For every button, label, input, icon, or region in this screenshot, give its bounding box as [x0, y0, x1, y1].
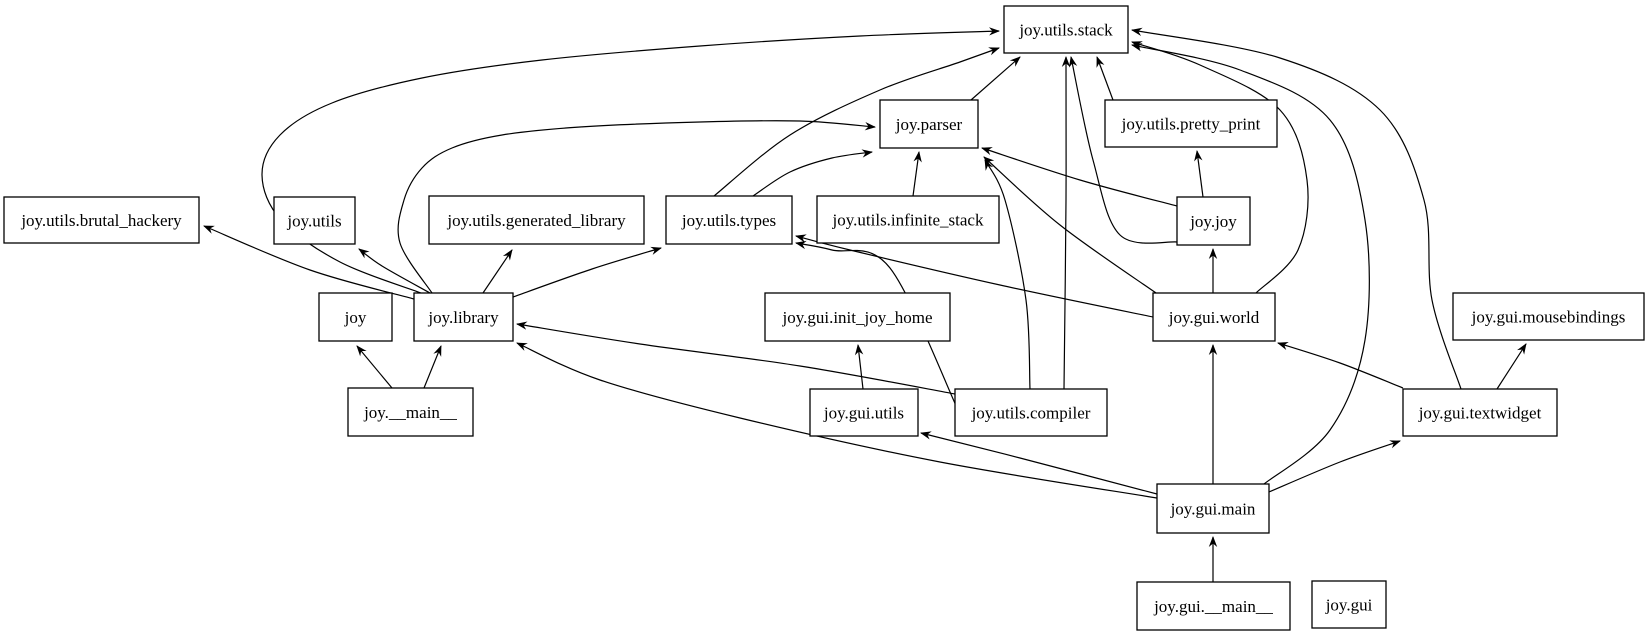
node-joy-gui-main-module: joy.gui.__main__: [1136, 581, 1291, 631]
node-box-joy-utils-stack: [1003, 5, 1129, 54]
node-box-joy-utils-brutal-hackery: [3, 196, 200, 244]
node-box-joy-gui-textwidget: [1402, 388, 1558, 437]
node-label-joy-library: joy.library: [427, 308, 499, 327]
node-joy-gui-world: joy.gui.world: [1152, 292, 1276, 342]
edge-joy-library-to-joy-utils: [358, 248, 431, 294]
node-joy-joy: joy.joy: [1176, 196, 1251, 246]
edge-joy-utils-compiler-to-joy-utils-stack: [1061, 56, 1071, 390]
node-label-joy-utils-pretty-print: joy.utils.pretty_print: [1121, 115, 1261, 134]
edge-joy-parser-to-joy-utils-stack: [970, 56, 1021, 101]
edge-joy-joy-to-joy-utils-stack: [1068, 56, 1178, 244]
node-label-joy-gui-main: joy.gui.main: [1170, 500, 1256, 519]
node-box-joy-utils-types: [665, 195, 793, 245]
node-joy-gui-textwidget: joy.gui.textwidget: [1402, 388, 1558, 437]
node-joy-utils: joy.utils: [273, 196, 356, 245]
node-label-joy-gui-mousebindings: joy.gui.mousebindings: [1471, 308, 1626, 327]
node-label-joy-parser: joy.parser: [895, 115, 963, 134]
node-joy-gui: joy.gui: [1311, 580, 1387, 629]
node-joy-utils-brutal-hackery: joy.utils.brutal_hackery: [3, 196, 200, 244]
edge-joy-main-to-joy: [356, 345, 393, 389]
node-box-joy-parser: [879, 99, 979, 149]
node-label-joy-gui-utils: joy.gui.utils: [823, 404, 904, 423]
edge-joy-utils-types-to-joy-utils-stack: [713, 47, 1000, 197]
node-joy-gui-mousebindings: joy.gui.mousebindings: [1452, 292, 1645, 341]
node-label-joy: joy: [344, 308, 367, 327]
node-joy-utils-compiler: joy.utils.compiler: [954, 388, 1108, 437]
node-label-joy-main: joy.__main__: [363, 403, 457, 422]
edge-joy-gui-main-to-joy-library: [516, 342, 1158, 499]
edge-joy-utils-compiler-to-joy-library: [516, 321, 956, 395]
node-box-joy-utils-compiler: [954, 388, 1108, 437]
node-box-joy-gui-init-joy-home: [764, 292, 951, 342]
edge-joy-joy-to-joy-parser: [981, 147, 1178, 207]
node-label-joy-utils-infinite-stack: joy.utils.infinite_stack: [832, 211, 984, 230]
node-box-joy-gui-world: [1152, 292, 1276, 342]
node-joy-utils-infinite-stack: joy.utils.infinite_stack: [816, 195, 1000, 244]
node-box-joy-utils-pretty-print: [1104, 99, 1278, 148]
node-joy-main: joy.__main__: [347, 387, 474, 437]
node-box-joy-main: [347, 387, 474, 437]
edge-joy-gui-main-to-joy-gui-textwidget: [1268, 440, 1401, 493]
edge-joy-utils-types-to-joy-parser: [752, 149, 873, 197]
node-box-joy-gui-utils: [809, 388, 919, 437]
edge-joy-main-to-joy-library: [423, 345, 442, 389]
edge-joy-gui-textwidget-to-joy-gui-mousebindings: [1496, 343, 1527, 390]
node-box-joy-utils: [273, 196, 356, 245]
nodes-layer: joy.utils.stack joy.parser joy.utils.prett…: [3, 5, 1645, 631]
node-label-joy-gui-world: joy.gui.world: [1168, 308, 1260, 327]
node-joy-parser: joy.parser: [879, 99, 979, 149]
edge-joy-utils-compiler-to-joy-utils-types: [795, 240, 959, 411]
node-label-joy-utils-brutal-hackery: joy.utils.brutal_hackery: [20, 211, 182, 230]
edge-joy-utils-compiler-to-joy-parser: [984, 159, 1031, 390]
node-label-joy-utils-types: joy.utils.types: [681, 211, 776, 230]
node-box-joy-gui-main: [1156, 483, 1270, 534]
edge-joy-library-to-joy-utils-generated-library: [482, 249, 513, 294]
node-label-joy-utils-compiler: joy.utils.compiler: [971, 404, 1091, 423]
edge-joy-library-to-joy-utils-stack: [261, 27, 1000, 294]
edge-joy-gui-textwidget-to-joy-gui-world: [1277, 342, 1404, 389]
edge-joy-gui-world-to-joy-utils-types: [795, 234, 1154, 318]
node-joy: joy: [318, 292, 393, 342]
node-box-joy-library: [413, 292, 514, 342]
node-joy-utils-types: joy.utils.types: [665, 195, 793, 245]
node-joy-utils-generated-library: joy.utils.generated_library: [428, 195, 645, 245]
node-label-joy-gui-textwidget: joy.gui.textwidget: [1418, 404, 1542, 423]
edge-joy-joy-to-joy-utils-pretty-print: [1194, 150, 1204, 198]
node-joy-gui-main: joy.gui.main: [1156, 483, 1270, 534]
node-joy-gui-init-joy-home: joy.gui.init_joy_home: [764, 292, 951, 342]
node-joy-gui-utils: joy.gui.utils: [809, 388, 919, 437]
node-box-joy-joy: [1176, 196, 1251, 246]
edge-joy-gui-world-to-joy-utils-stack: [1131, 41, 1309, 294]
edge-joy-gui-world-to-joy-parser: [983, 156, 1157, 294]
node-label-joy-gui-main-module: joy.gui.__main__: [1153, 597, 1273, 616]
node-box-joy-gui-mousebindings: [1452, 292, 1645, 341]
edge-joy-utils-pretty-print-to-joy-utils-stack: [1096, 56, 1114, 101]
edge-joy-gui-main-to-joy-utils-stack: [1131, 43, 1370, 485]
node-label-joy-utils-generated-library: joy.utils.generated_library: [446, 211, 626, 230]
edges-layer: [203, 27, 1527, 582]
node-joy-utils-stack: joy.utils.stack: [1003, 5, 1129, 54]
edge-joy-gui-utils-to-joy-gui-init-joy-home: [854, 344, 864, 390]
node-label-joy-gui-init-joy-home: joy.gui.init_joy_home: [781, 308, 932, 327]
node-joy-library: joy.library: [413, 292, 514, 342]
edge-joy-gui-textwidget-to-joy-utils-stack: [1131, 27, 1462, 390]
node-label-joy-utils: joy.utils: [286, 212, 341, 231]
edge-joy-utils-infinite-stack-to-joy-parser: [912, 151, 922, 197]
edge-joy-library-to-joy-utils-types: [512, 246, 662, 298]
node-box-joy-utils-generated-library: [428, 195, 645, 245]
node-box-joy: [318, 292, 393, 342]
edge-joy-gui-main-to-joy-gui-utils: [920, 431, 1158, 495]
node-label-joy-gui: joy.gui: [1325, 596, 1373, 615]
node-joy-utils-pretty-print: joy.utils.pretty_print: [1104, 99, 1278, 148]
node-box-joy-gui: [1311, 580, 1387, 629]
edge-joy-library-to-joy-parser: [397, 120, 876, 294]
node-label-joy-joy: joy.joy: [1189, 212, 1237, 231]
node-box-joy-gui-main-module: [1136, 581, 1291, 631]
node-box-joy-utils-infinite-stack: [816, 195, 1000, 244]
node-label-joy-utils-stack: joy.utils.stack: [1018, 21, 1113, 40]
